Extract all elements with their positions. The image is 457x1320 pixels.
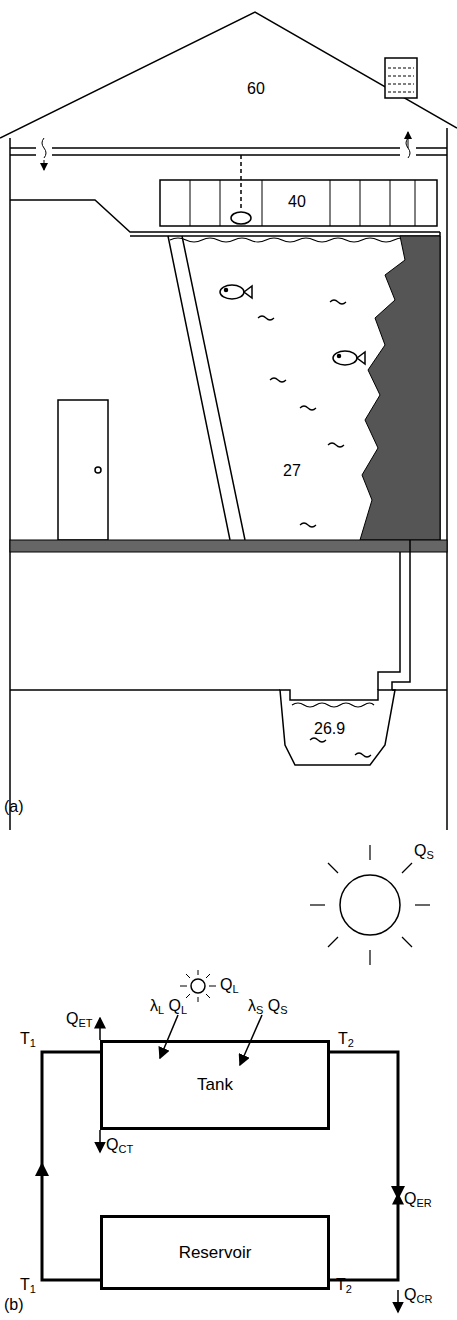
block-box: Tank [100,1040,330,1130]
flow-loop [35,1052,100,1280]
box-label: Tank [197,1075,233,1095]
label: λS QS [248,997,288,1015]
label: QL [220,976,239,994]
label: λL QL [150,997,187,1015]
label: T2 [336,1276,352,1294]
box-label: Reservoir [179,1243,252,1263]
label: (a) [4,798,24,816]
label: 60 [247,80,265,98]
block-box: Reservoir [100,1215,330,1290]
label: QCR [404,1286,432,1304]
label: (b) [4,1296,24,1314]
label: QET [66,1010,93,1028]
label: T1 [20,1276,36,1294]
label: 40 [288,193,306,211]
label: QS [414,842,434,860]
label: 27 [283,462,301,480]
label: T1 [20,1030,36,1048]
label: QER [404,1190,432,1208]
flow-loop [330,1052,405,1280]
label: QCT [106,1136,133,1154]
label: T2 [338,1030,354,1048]
label: 26.9 [314,720,345,738]
